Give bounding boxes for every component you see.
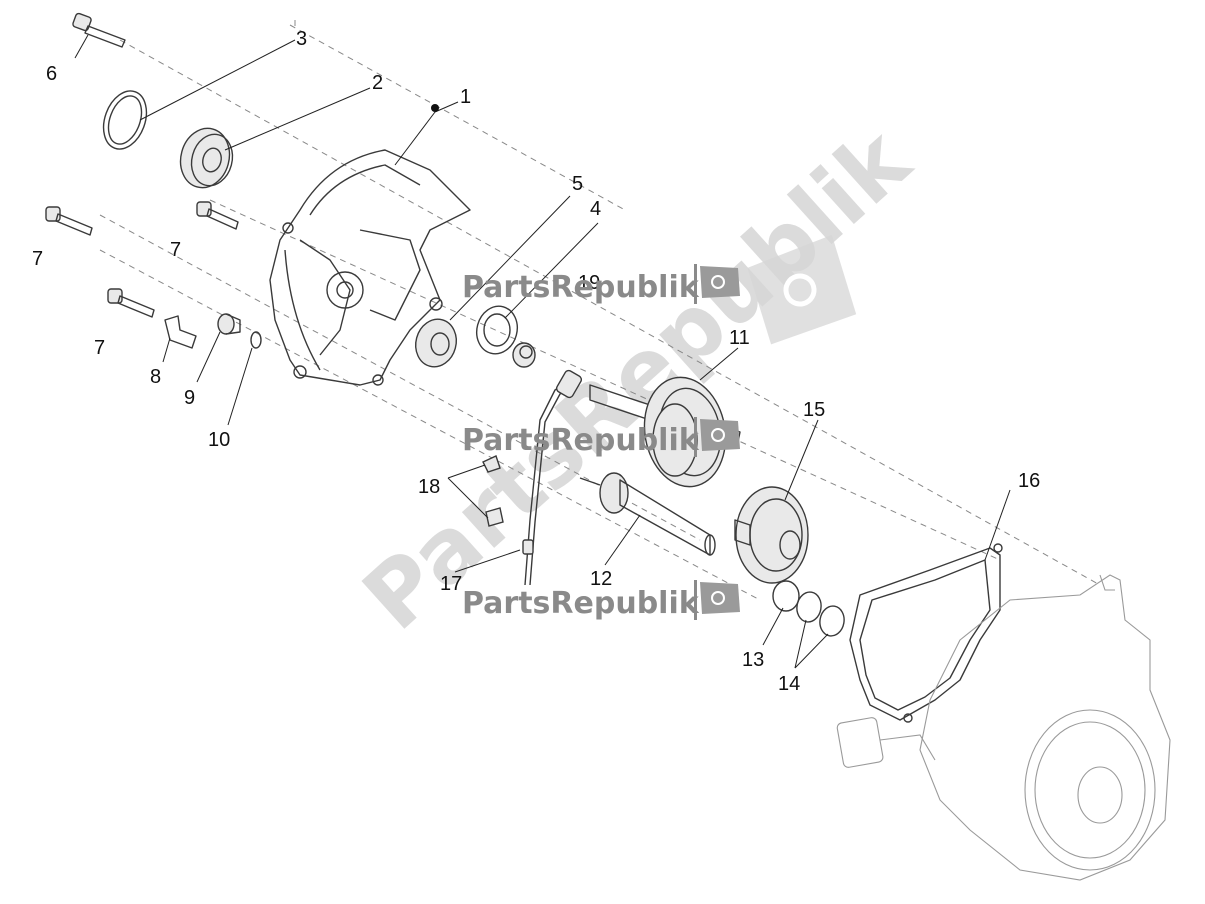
- callout-8: 8: [150, 366, 161, 388]
- callout-2: 2: [372, 72, 383, 94]
- washer-13: [772, 580, 800, 612]
- callout-10: 10: [208, 429, 230, 451]
- watermark-top-text: PartsRepublik: [462, 270, 700, 305]
- callout-17: 17: [440, 573, 462, 595]
- reference-dot: [431, 104, 439, 112]
- callout-13: 13: [742, 649, 764, 671]
- callout-19: 19: [578, 272, 600, 294]
- washer-10: [250, 331, 262, 349]
- callout-6: 6: [46, 63, 57, 85]
- callout-1: 1: [460, 86, 471, 108]
- assembly-axes: [99, 20, 1101, 601]
- bolt-7-left: [45, 206, 93, 236]
- clip-18-upper: [482, 455, 501, 473]
- bearing-2: [179, 127, 234, 189]
- oil-seal-4: [476, 305, 518, 355]
- callout-16: 16: [1018, 470, 1040, 492]
- washer-14-a: [796, 591, 822, 623]
- gear-shaft-11: [589, 376, 741, 488]
- callout-5: 5: [572, 173, 583, 195]
- washer-14-b: [819, 605, 845, 637]
- gear-15: [734, 486, 809, 584]
- callout-15: 15: [803, 399, 825, 421]
- leader-lines: [74, 34, 1011, 669]
- watermark-diagonal-gear-icon: [747, 234, 857, 345]
- bolt-7-lower: [107, 288, 155, 318]
- watermark-middle: PartsRepublik: [462, 417, 740, 458]
- circlip-3: [102, 90, 148, 150]
- watermark-top: PartsRepublik: [462, 264, 740, 305]
- bolt-6: [72, 12, 126, 48]
- gear-flag-icon: [700, 582, 740, 614]
- callout-18: 18: [418, 476, 440, 498]
- callout-11: 11: [729, 327, 750, 349]
- callout-3: 3: [296, 28, 307, 50]
- callout-7-lower: 7: [94, 337, 105, 359]
- watermark-diagonal-text: PartsRepublik: [344, 107, 931, 650]
- speed-sensor-17: [522, 369, 583, 586]
- callout-14: 14: [778, 673, 800, 695]
- clip-18-lower: [485, 507, 504, 527]
- watermark-middle-text: PartsRepublik: [462, 423, 700, 458]
- bracket-8: [164, 315, 197, 349]
- callout-7-left: 7: [32, 248, 43, 270]
- callout-4: 4: [590, 198, 601, 220]
- pin-9: [217, 313, 241, 335]
- gear-flag-icon: [700, 419, 740, 451]
- watermark-diagonal: PartsRepublik: [344, 107, 931, 650]
- gasket-16: [849, 543, 1003, 723]
- drive-shaft-12: [579, 472, 716, 556]
- bushing-19: [512, 342, 536, 368]
- callout-9: 9: [184, 387, 195, 409]
- gear-flag-icon: [700, 266, 740, 298]
- transmission-cover-1: [269, 149, 471, 386]
- bearing-5: [415, 318, 457, 368]
- bolt-7-middle: [196, 201, 239, 230]
- watermark-bottom: PartsRepublik: [462, 580, 740, 621]
- watermark-bottom-text: PartsRepublik: [462, 586, 700, 621]
- callout-12: 12: [590, 568, 612, 590]
- engine-block-reference: [836, 574, 1171, 881]
- callout-7-middle: 7: [170, 239, 181, 261]
- callout-numbers: 3 2 1 6 5 4 7 7 7 8 9 10 19 11 15 16 18 …: [32, 28, 1040, 695]
